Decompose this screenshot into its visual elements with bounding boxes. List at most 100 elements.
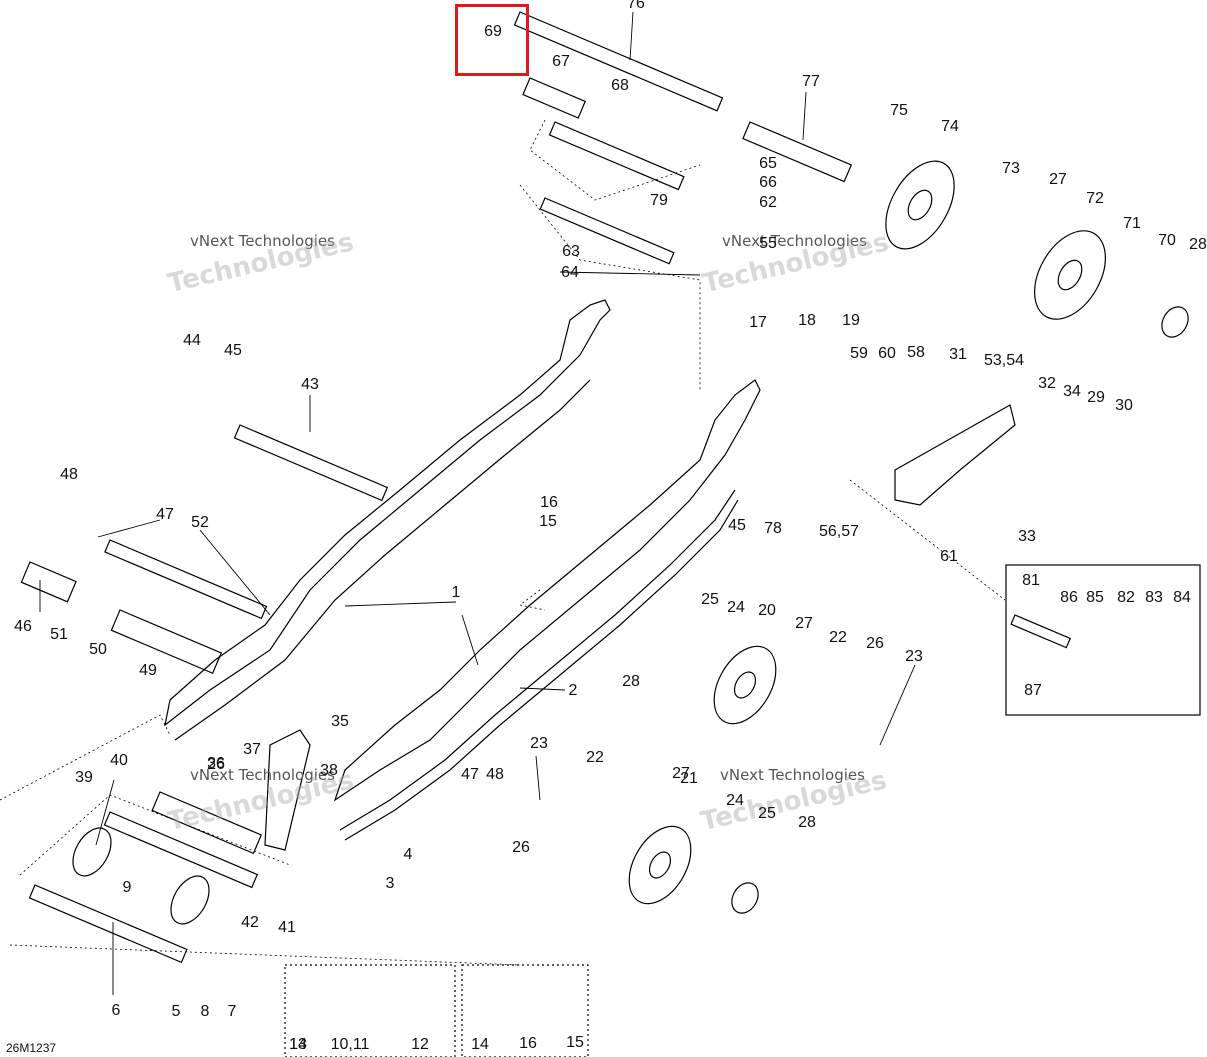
part-label-23[interactable]: 23 [530,735,548,752]
part-label-68[interactable]: 68 [611,77,629,94]
part-label-87[interactable]: 87 [1024,682,1042,699]
part-label-4[interactable]: 4 [403,846,413,863]
part-label-14[interactable]: 14 [289,1036,307,1053]
part-label-41[interactable]: 41 [278,919,296,936]
part-label-45[interactable]: 45 [728,517,746,534]
part-label-27[interactable]: 27 [795,615,813,632]
part-label-70[interactable]: 70 [1158,232,1176,249]
part-label-45[interactable]: 45 [224,342,242,359]
part-label-26[interactable]: 26 [207,756,225,773]
part-label-26[interactable]: 26 [512,839,530,856]
part-label-23[interactable]: 23 [905,648,923,665]
part-label-47[interactable]: 47 [156,506,174,523]
part-label-73[interactable]: 73 [1002,160,1020,177]
part-label-59[interactable]: 59 [850,345,868,362]
part-label-84[interactable]: 84 [1173,589,1191,606]
part-label-43[interactable]: 43 [301,376,319,393]
part-label-7[interactable]: 7 [227,1003,237,1020]
part-label-16[interactable]: 16 [519,1035,537,1052]
part-label-44[interactable]: 44 [183,332,201,349]
part-label-39[interactable]: 39 [75,769,93,786]
part-label-1[interactable]: 1 [451,584,461,601]
part-label-74[interactable]: 74 [941,118,959,135]
part-label-22[interactable]: 22 [586,749,604,766]
part-label-60[interactable]: 60 [878,345,896,362]
wheel-21 [628,825,692,905]
part-label-77[interactable]: 77 [802,73,820,90]
part-label-3[interactable]: 3 [385,875,395,892]
part-label-22[interactable]: 22 [829,629,847,646]
part-label-47[interactable]: 47 [461,766,479,783]
part-label-69[interactable]: 69 [484,23,502,40]
part-label-28[interactable]: 28 [1189,236,1207,253]
part-label-30[interactable]: 30 [1115,397,1133,414]
part-label-75[interactable]: 75 [890,102,908,119]
part-label-19[interactable]: 19 [842,312,860,329]
part-label-42[interactable]: 42 [241,914,259,931]
part-label-2[interactable]: 2 [568,682,578,699]
part-label-25[interactable]: 25 [758,805,776,822]
part-label-86[interactable]: 86 [1060,589,1078,606]
part-label-72[interactable]: 72 [1086,190,1104,207]
part-label-12[interactable]: 12 [411,1036,429,1053]
part-label-8[interactable]: 8 [200,1003,210,1020]
part-label-79[interactable]: 79 [650,192,668,209]
part-label-35[interactable]: 35 [331,713,349,730]
part-label-34[interactable]: 34 [1063,383,1081,400]
part-label-37[interactable]: 37 [243,741,261,758]
part-label-29[interactable]: 29 [1087,389,1105,406]
part-label-50[interactable]: 50 [89,641,107,658]
part-label-58[interactable]: 58 [907,344,925,361]
part-label-27[interactable]: 27 [672,765,690,782]
part-label-27[interactable]: 27 [1049,171,1067,188]
part-label-15[interactable]: 15 [539,513,557,530]
part-label-24[interactable]: 24 [726,792,744,809]
part-label-18[interactable]: 18 [798,312,816,329]
part-label-28[interactable]: 28 [798,814,816,831]
part-label-66[interactable]: 66 [759,174,777,191]
part-label-53-54[interactable]: 53,54 [983,352,1025,369]
part-label-76[interactable]: 76 [627,0,645,12]
part-label-49[interactable]: 49 [139,662,157,679]
part-label-33[interactable]: 33 [1018,528,1036,545]
part-label-6[interactable]: 6 [111,1002,121,1019]
part-label-24[interactable]: 24 [727,599,745,616]
part-label-38[interactable]: 38 [320,762,338,779]
part-label-82[interactable]: 82 [1117,589,1135,606]
part-label-55[interactable]: 55 [759,235,777,252]
part-label-48[interactable]: 48 [486,766,504,783]
part-label-15[interactable]: 15 [566,1034,584,1051]
part-label-31[interactable]: 31 [949,346,967,363]
part-label-83[interactable]: 83 [1145,589,1163,606]
part-label-71[interactable]: 71 [1123,215,1141,232]
part-label-62[interactable]: 62 [759,194,777,211]
part-label-51[interactable]: 51 [50,626,68,643]
part-label-10-11[interactable]: 10,11 [330,1036,370,1053]
part-label-36[interactable]: 36 [207,755,225,772]
part-label-63[interactable]: 63 [562,243,580,260]
part-label-5[interactable]: 5 [171,1003,181,1020]
part-label-28[interactable]: 28 [622,673,640,690]
part-label-9[interactable]: 9 [122,879,132,896]
part-label-46[interactable]: 46 [14,618,32,635]
part-label-21[interactable]: 21 [680,770,698,787]
part-label-20[interactable]: 20 [758,602,776,619]
part-label-17[interactable]: 17 [749,314,767,331]
part-label-26[interactable]: 26 [866,635,884,652]
part-label-81[interactable]: 81 [1022,572,1040,589]
part-label-64[interactable]: 64 [561,264,579,281]
part-label-65[interactable]: 65 [759,155,777,172]
part-label-32[interactable]: 32 [1038,375,1056,392]
part-label-52[interactable]: 52 [191,514,209,531]
part-label-61[interactable]: 61 [940,548,958,565]
part-label-13[interactable]: 13 [289,1036,307,1053]
part-label-14[interactable]: 14 [471,1036,489,1053]
part-label-78[interactable]: 78 [764,520,782,537]
part-label-67[interactable]: 67 [552,53,570,70]
part-label-56-57[interactable]: 56,57 [818,523,860,540]
part-label-40[interactable]: 40 [110,752,128,769]
part-label-16[interactable]: 16 [540,494,558,511]
part-label-85[interactable]: 85 [1086,589,1104,606]
part-label-48[interactable]: 48 [60,466,78,483]
part-label-25[interactable]: 25 [701,591,719,608]
